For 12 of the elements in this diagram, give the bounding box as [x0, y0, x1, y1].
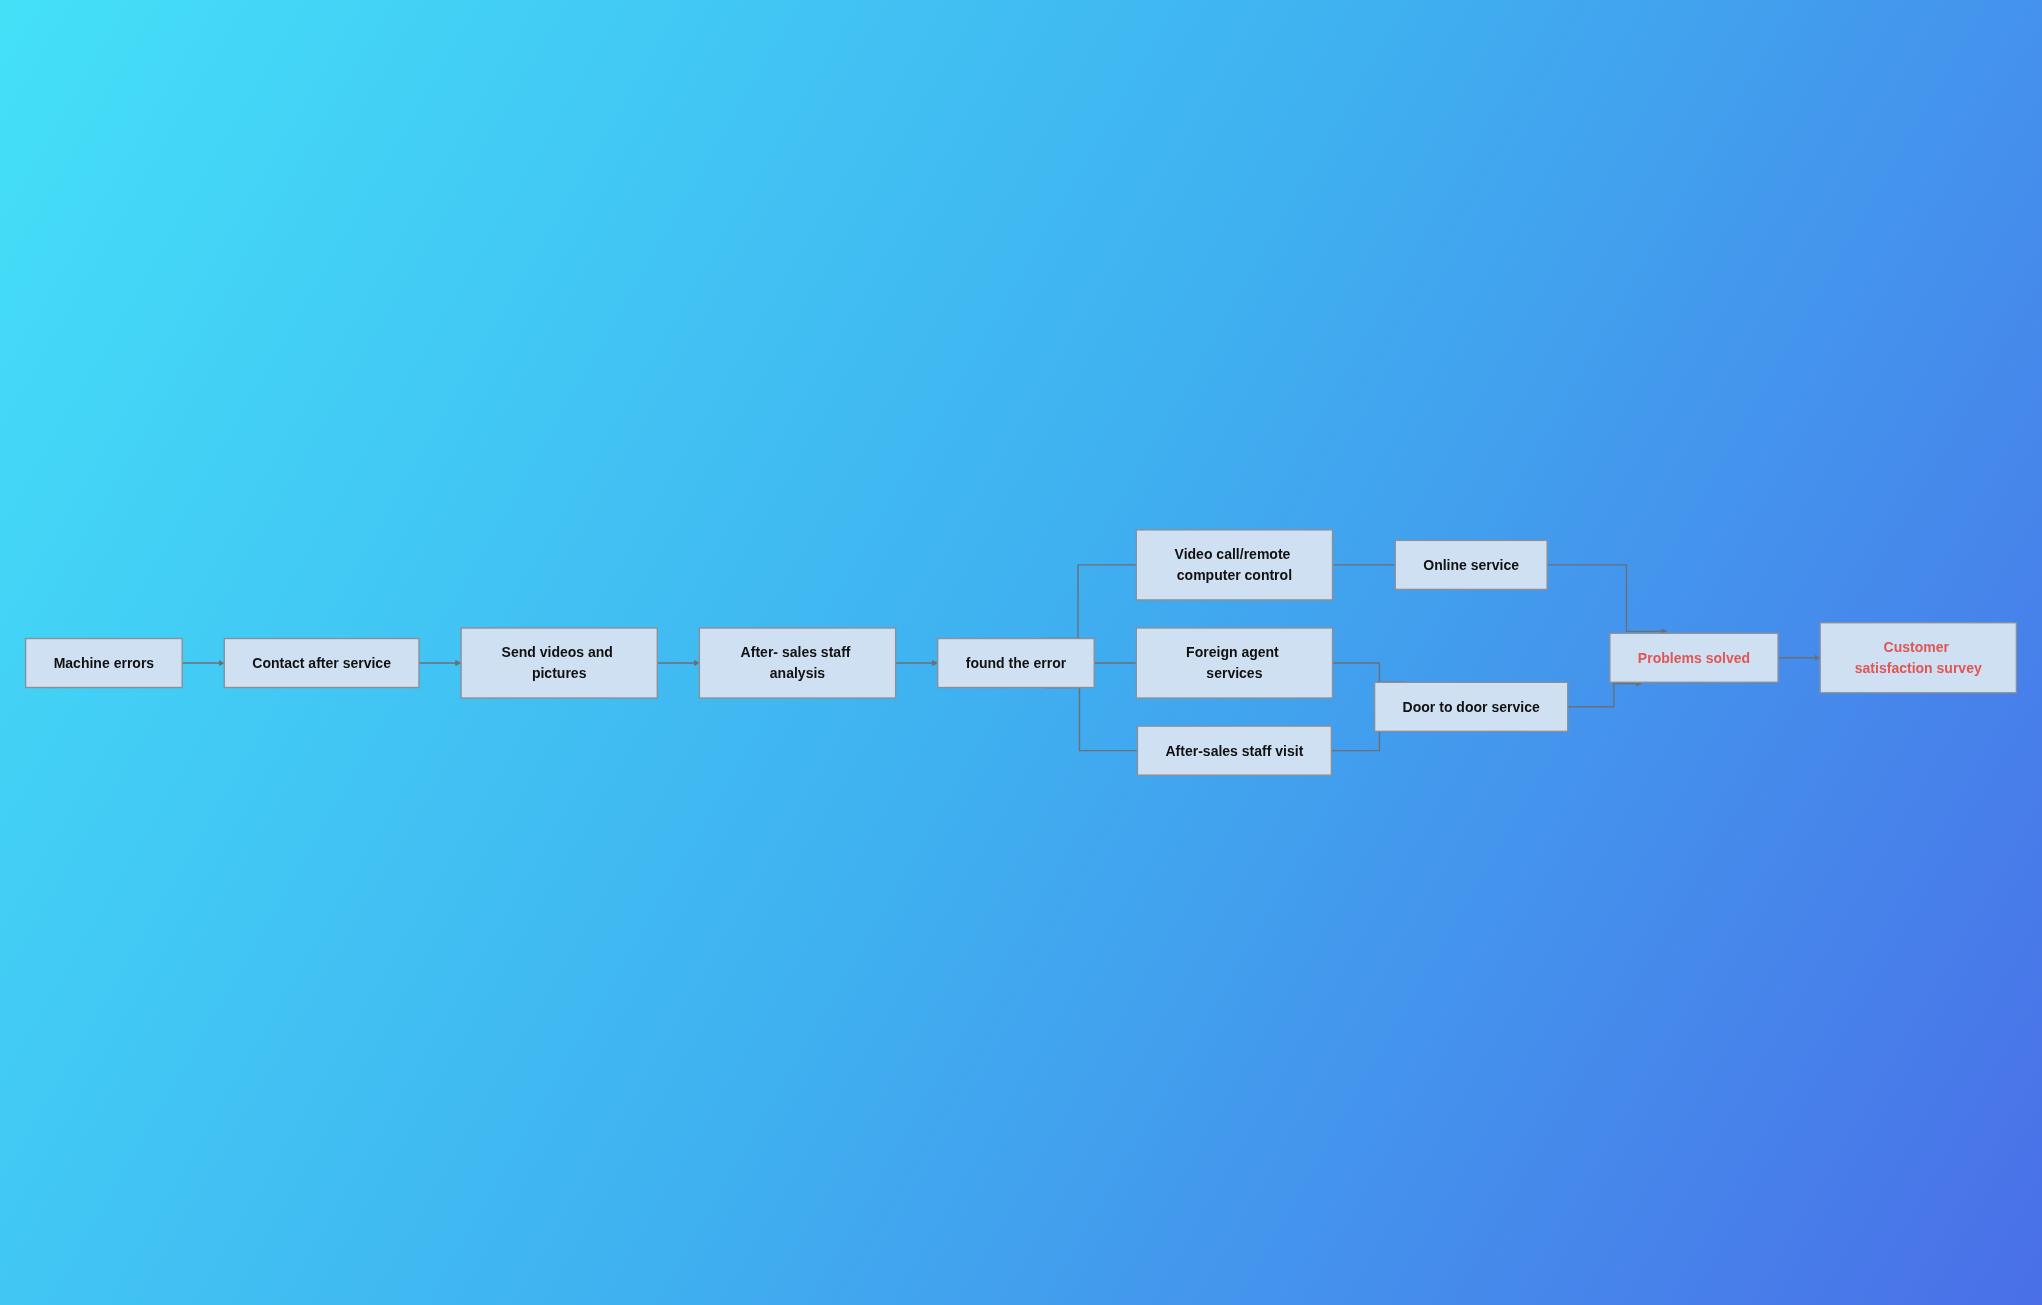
node-box: After-sales staff visit: [1136, 725, 1333, 776]
node-box: Send videos and pictures: [460, 627, 658, 699]
node-box: Door to door service: [1373, 681, 1569, 733]
node-box: found the error: [936, 637, 1095, 689]
node-box: Machine errors: [24, 637, 183, 689]
node-box: Customer satisfaction survey: [1819, 622, 2018, 694]
node-box: Foreign agent services: [1135, 627, 1334, 699]
node-box: Video call/remote computer control: [1135, 529, 1334, 601]
node-box: Problems solved: [1609, 632, 1779, 683]
node-box: Online service: [1394, 539, 1548, 591]
node-box: Contact after service: [223, 637, 420, 689]
node-box: After- sales staff analysis: [698, 627, 897, 699]
